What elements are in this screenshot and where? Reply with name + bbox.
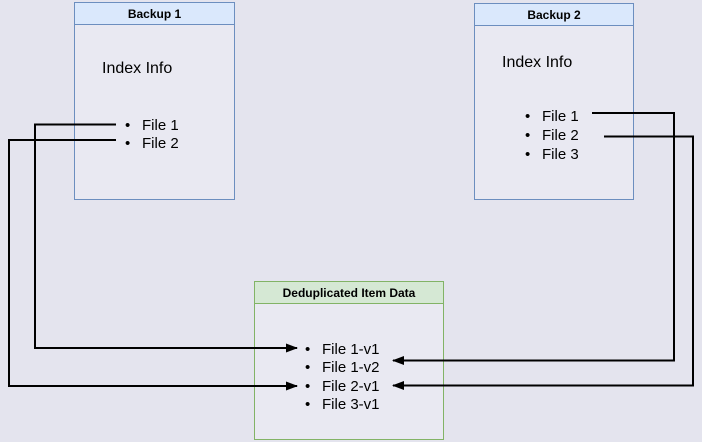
list-item: File 1-v2 [305,359,380,378]
dedup-file-list: File 1-v1 File 1-v2 File 2-v1 File 3-v1 [305,340,380,414]
deduplicated-item-data-box: Deduplicated Item Data File 1-v1 File 1-… [254,281,444,440]
list-item: File 2-v1 [305,377,380,396]
list-item: File 3-v1 [305,396,380,415]
backup1-title: Backup 1 [75,3,234,25]
backup2-title: Backup 2 [475,4,633,26]
list-item: File 1 [125,117,179,135]
backup2-index-info-label: Index Info [502,54,573,71]
backup1-file-list: File 1 File 2 [125,117,179,152]
list-item: File 2 [525,126,579,145]
backup2-box: Backup 2 Index Info File 1 File 2 File 3 [474,3,634,200]
list-item: File 2 [125,135,179,153]
list-item: File 1 [525,107,579,126]
backup2-file-list: File 1 File 2 File 3 [525,107,579,164]
dedup-title: Deduplicated Item Data [255,282,443,304]
list-item: File 3 [525,145,579,164]
backup1-box: Backup 1 Index Info File 1 File 2 [74,2,235,200]
list-item: File 1-v1 [305,340,380,359]
backup1-index-info-label: Index Info [102,60,173,77]
